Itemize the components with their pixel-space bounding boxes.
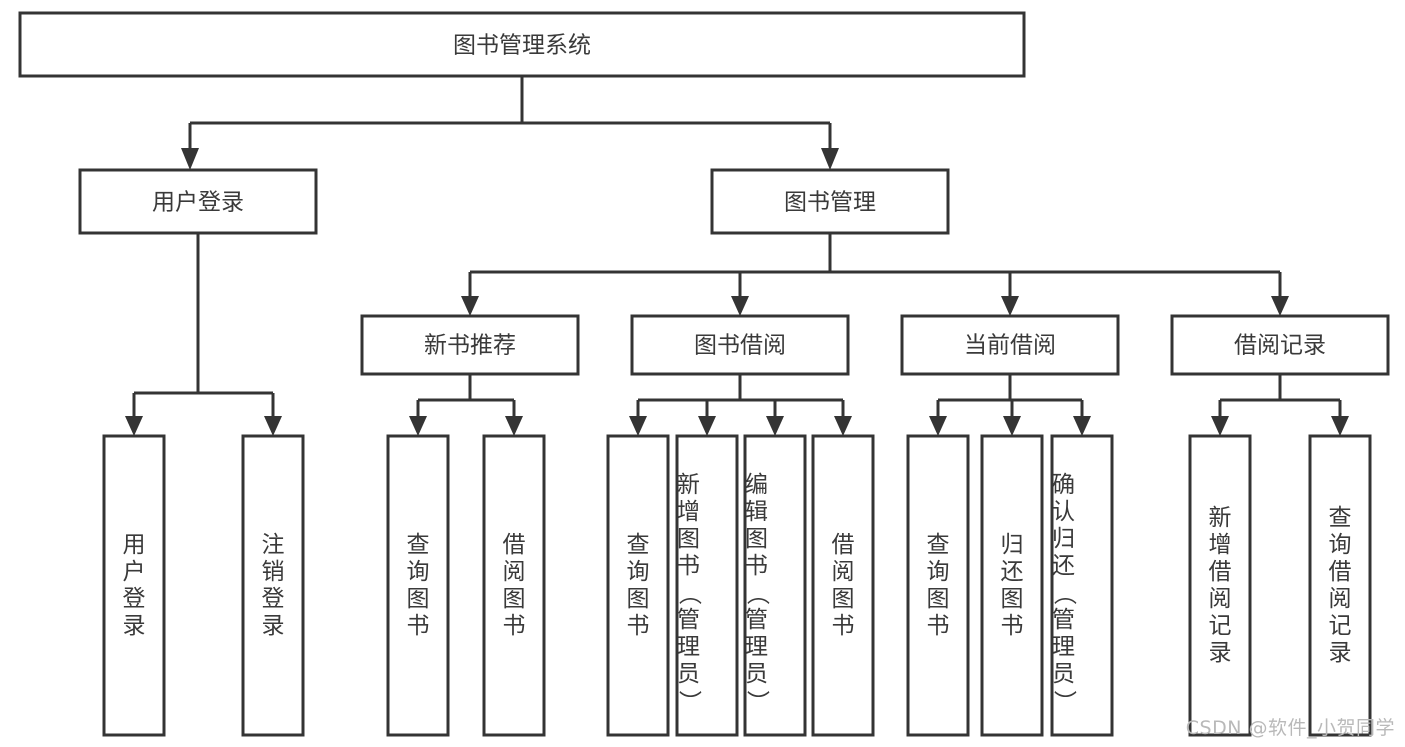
connector-bookborrow-to-leaves (629, 374, 852, 436)
node-borrow-record-label: 借阅记录 (1234, 333, 1326, 359)
node-leaf-user-login-box[interactable] (102, 434, 166, 737)
node-borrow-record-box[interactable] (1170, 314, 1390, 376)
connector-bookmanage-to-level3 (461, 233, 1289, 316)
connector-newbook-to-leaves (409, 374, 523, 436)
node-leaf-query-book-3-box[interactable] (906, 434, 970, 737)
node-leaf-borrow-book-2-box[interactable] (811, 434, 875, 737)
csdn-watermark: CSDN @软件_小贺同学 (1185, 717, 1395, 739)
node-leaf-borrow-book-1-box[interactable] (482, 434, 546, 737)
node-book-manage-label: 图书管理 (784, 190, 876, 216)
connector-root-to-level2 (181, 76, 839, 170)
node-book-manage[interactable]: 图书管理 (710, 168, 950, 235)
connector-borrowrecord-to-leaves (1211, 374, 1349, 436)
node-leaf-edit-book-box[interactable] (743, 434, 807, 737)
node-leaf-confirm-return-box[interactable] (1050, 434, 1114, 737)
node-book-borrow-box[interactable] (630, 314, 850, 376)
node-new-book-rec-label: 新书推荐 (424, 333, 516, 359)
node-leaf-user-logout-box[interactable] (241, 434, 305, 737)
node-current-borrow[interactable]: 当前借阅 (900, 314, 1120, 376)
node-book-borrow-label: 图书借阅 (694, 333, 786, 359)
node-root[interactable]: 图书管理系统 (18, 11, 1026, 78)
connector-currentborrow-to-leaves (929, 374, 1091, 436)
node-book-borrow[interactable]: 图书借阅 (630, 314, 850, 376)
node-leaf-add-book-box[interactable] (675, 434, 739, 737)
node-new-book-rec-box[interactable] (360, 314, 580, 376)
node-current-borrow-label: 当前借阅 (964, 333, 1056, 359)
node-current-borrow-box[interactable] (900, 314, 1120, 376)
connector-userlogin-to-leaves (125, 233, 282, 436)
node-root-box[interactable] (18, 11, 1026, 78)
node-user-login-box[interactable] (78, 168, 318, 235)
node-leaf-query-book-2-box[interactable] (606, 434, 670, 737)
node-borrow-record[interactable]: 借阅记录 (1170, 314, 1390, 376)
node-user-login-label: 用户登录 (152, 190, 244, 216)
node-leaf-query-record-box[interactable] (1308, 434, 1372, 737)
node-leaf-query-book-1-box[interactable] (386, 434, 450, 737)
node-leaf-add-record-box[interactable] (1188, 434, 1252, 737)
node-leaf-return-book-box[interactable] (980, 434, 1044, 737)
node-root-label: 图书管理系统 (453, 33, 591, 59)
node-user-login[interactable]: 用户登录 (78, 168, 318, 235)
node-new-book-rec[interactable]: 新书推荐 (360, 314, 580, 376)
node-book-manage-box[interactable] (710, 168, 950, 235)
